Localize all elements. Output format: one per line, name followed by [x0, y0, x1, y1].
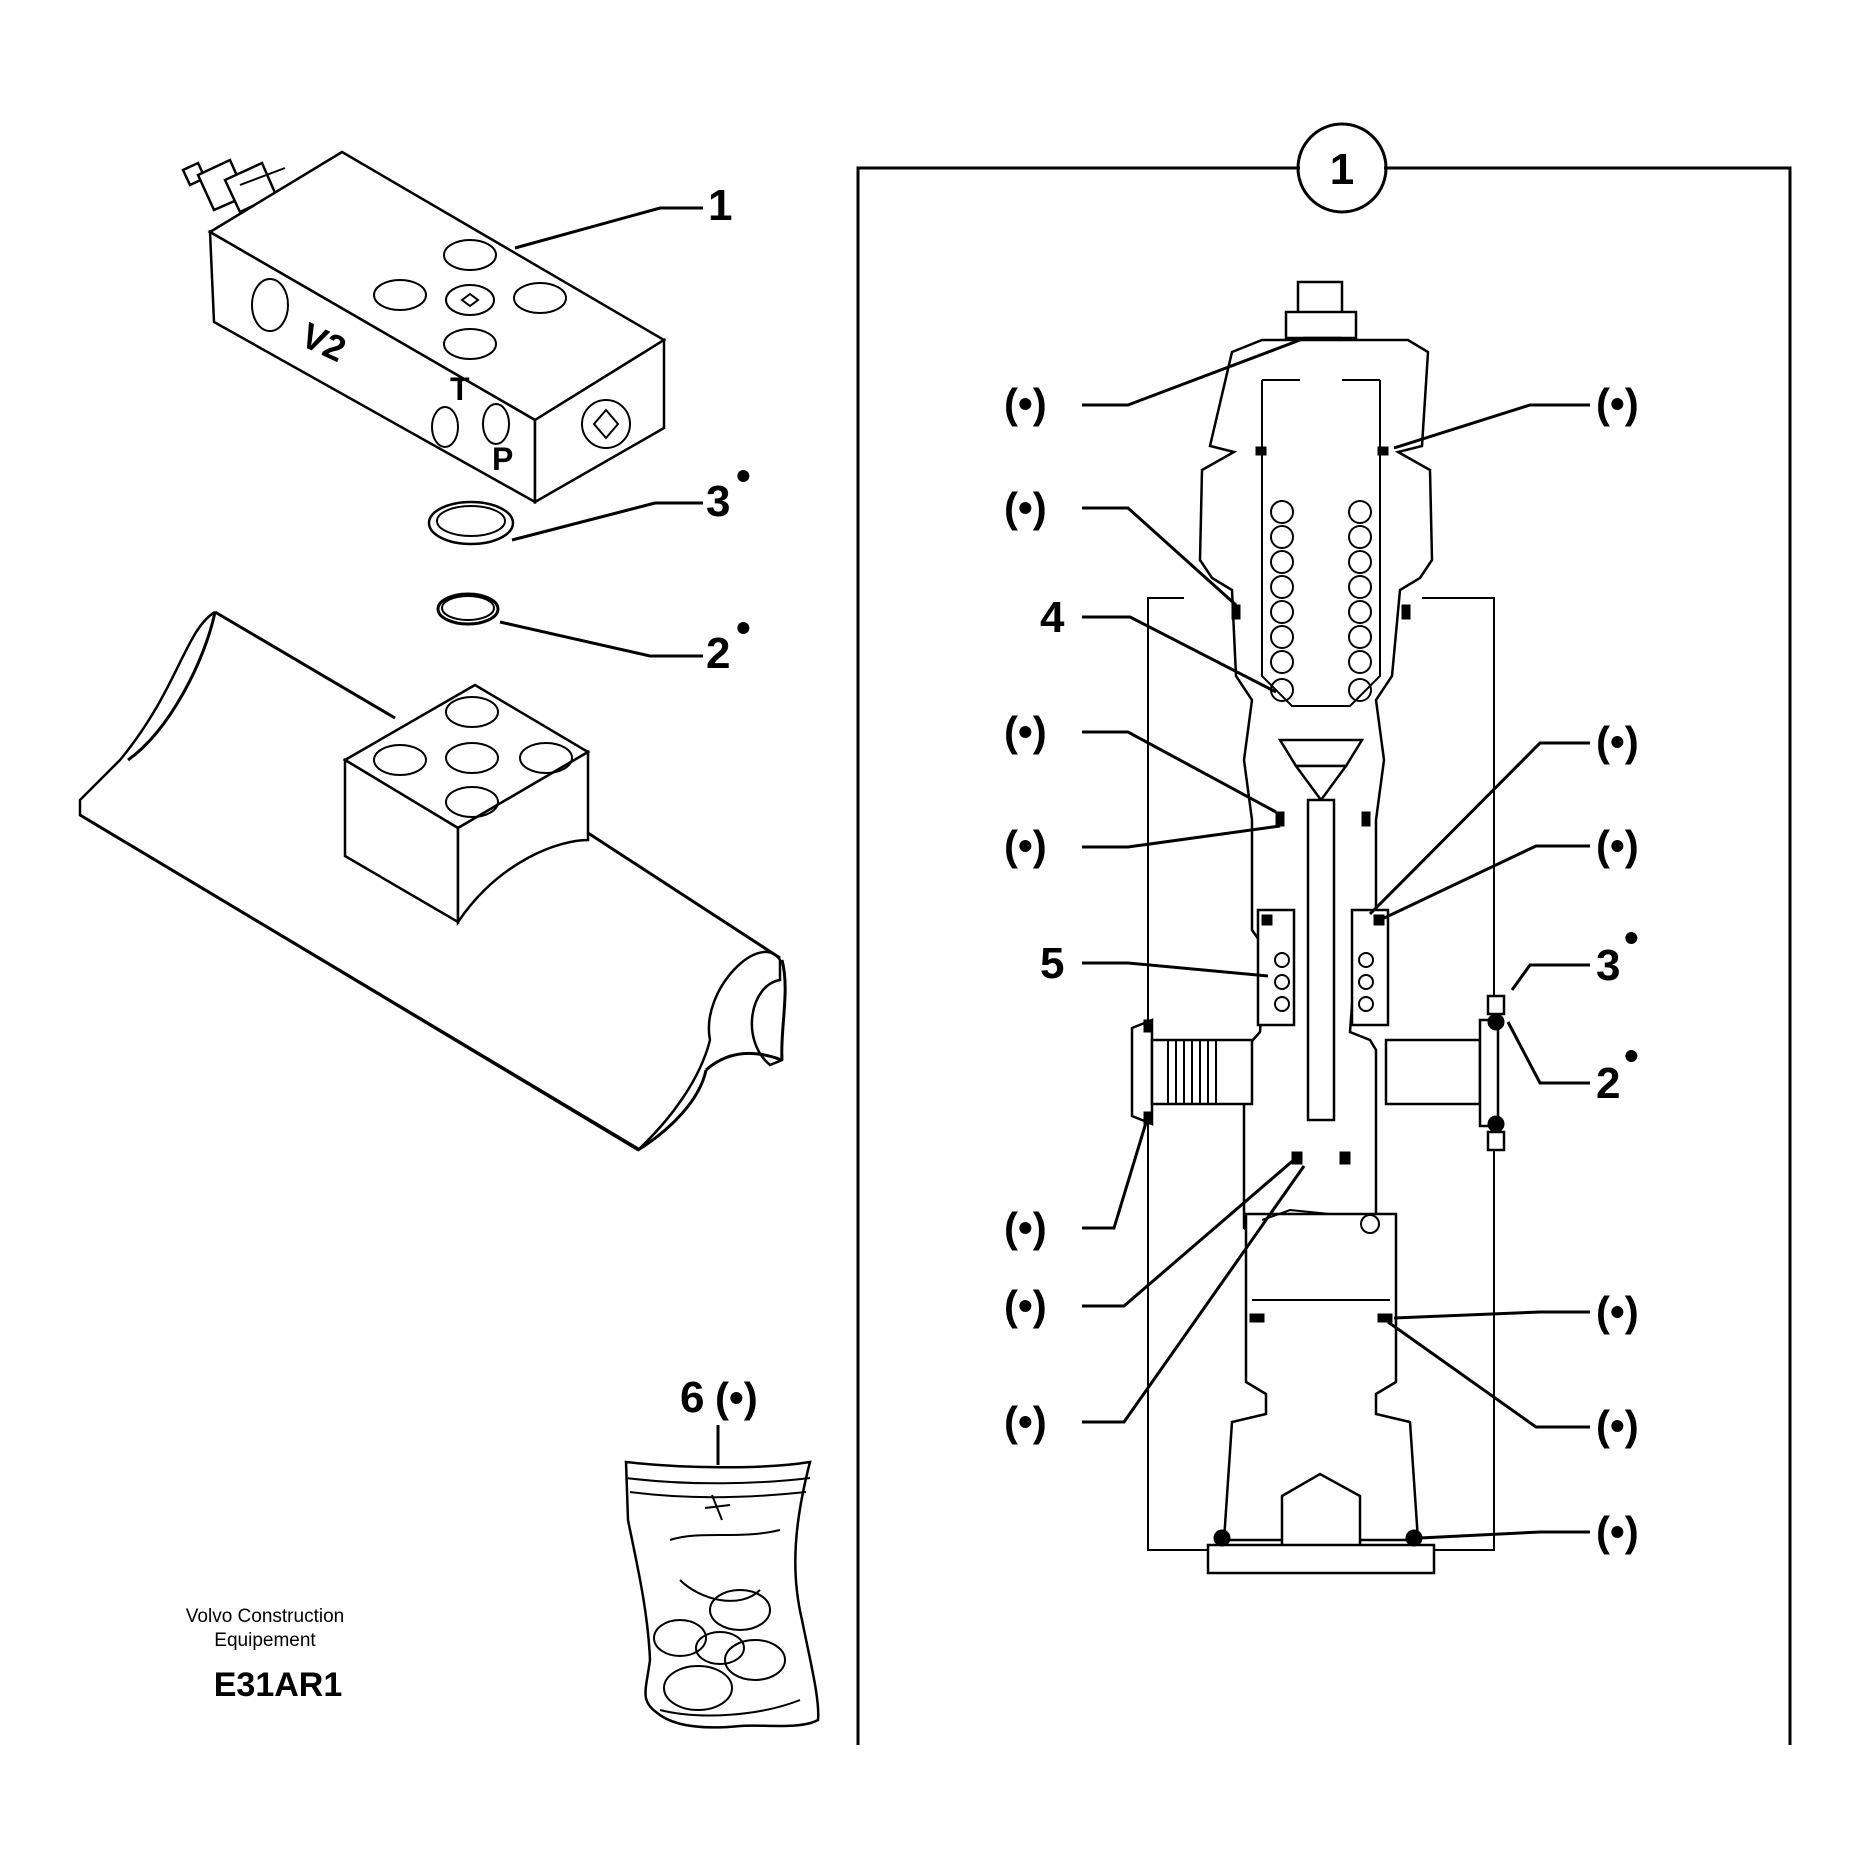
detail-callout-part-2: 2 — [1596, 1059, 1620, 1108]
detail-kit-mark-left-3: (•) — [1004, 708, 1047, 755]
detail-kit-mark-right-6: (•) — [1596, 1508, 1639, 1555]
valve-cross-section — [1130, 280, 1506, 1575]
detail-kit-mark-right-4: (•) — [1596, 1288, 1639, 1335]
spring-coils — [1270, 500, 1372, 702]
callout-part-3-star: • — [736, 452, 751, 499]
detail-kit-mark-left-1: (•) — [1004, 380, 1047, 427]
detail-kit-mark-right-3: (•) — [1596, 822, 1639, 869]
detail-frame — [856, 122, 1792, 1745]
brand-line-1: Volvo Construction — [186, 1606, 344, 1627]
detail-kit-mark-left-6: (•) — [1004, 1282, 1047, 1329]
detail-kit-mark-left-2: (•) — [1004, 484, 1047, 531]
callout-part-2: 2 — [706, 629, 730, 678]
left-leader-lines — [499, 206, 703, 658]
callout-part-6: 6 — [680, 1373, 704, 1422]
detail-callout-part-3-star: • — [1624, 914, 1639, 961]
port-t-label: T — [450, 371, 470, 407]
detail-leader-lines — [1082, 338, 1590, 1540]
detail-callout-part-5: 5 — [1040, 939, 1064, 988]
callout-part-3: 3 — [706, 477, 730, 526]
detail-kit-mark-right-5: (•) — [1596, 1402, 1639, 1449]
detail-kit-mark-right-1: (•) — [1596, 380, 1639, 427]
detail-kit-mark-right-2: (•) — [1596, 718, 1639, 765]
detail-kit-mark-left-4: (•) — [1004, 822, 1047, 869]
valve-block-illustration: V2 T P — [78, 150, 787, 1152]
callout-part-2-star: • — [736, 604, 751, 651]
callout-part-6-kit-mark: (•) — [715, 1374, 758, 1421]
drawing-code: E31AR1 — [214, 1666, 343, 1704]
callout-part-1: 1 — [708, 181, 732, 230]
detail-marker-number: 1 — [1330, 145, 1354, 194]
port-p-label: P — [492, 441, 513, 477]
detail-callout-part-4: 4 — [1040, 593, 1065, 642]
brand-line-2: Equipement — [214, 1630, 316, 1651]
thread-lines — [1167, 1040, 1217, 1104]
seal-kit-bag-illustration — [624, 1460, 820, 1729]
detail-kit-mark-left-5: (•) — [1004, 1204, 1047, 1251]
detail-kit-mark-left-7: (•) — [1004, 1398, 1047, 1445]
detail-callout-part-3: 3 — [1596, 941, 1620, 990]
detail-callout-part-2-star: • — [1624, 1032, 1639, 1079]
